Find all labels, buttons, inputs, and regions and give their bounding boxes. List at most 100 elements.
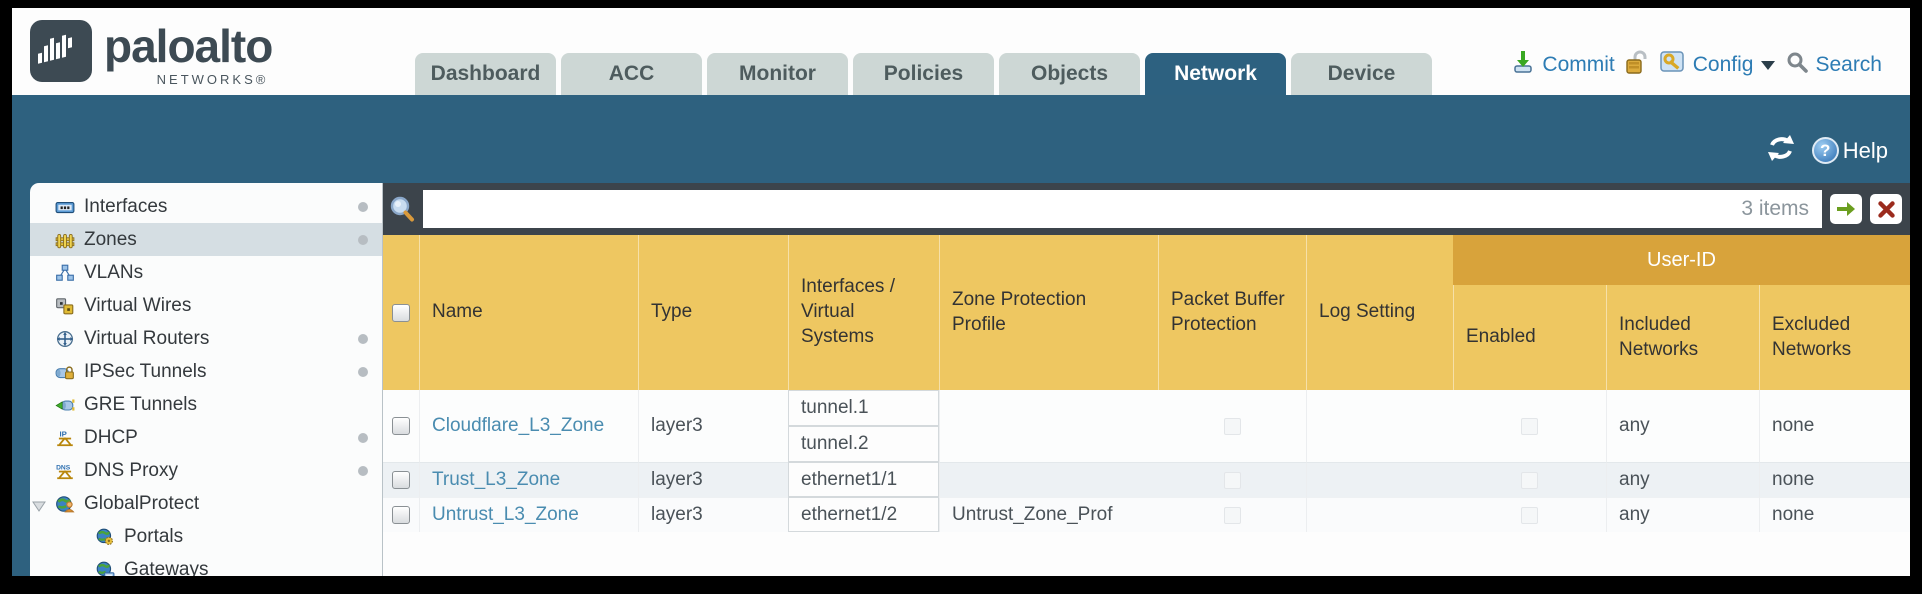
brand-name: paloalto <box>104 20 273 72</box>
sidebar-item-zones[interactable]: Zones <box>30 223 382 256</box>
tab-network[interactable]: Network <box>1145 53 1286 95</box>
table-header: Name Type Interfaces / Virtual Systems Z… <box>383 235 1910 390</box>
included-networks-cell: any <box>1606 497 1759 532</box>
packet-buffer-checkbox[interactable] <box>1158 390 1306 462</box>
item-status-dot <box>358 433 368 443</box>
column-group-user-id: User-ID <box>1453 235 1910 285</box>
clear-filter-button[interactable] <box>1870 194 1902 224</box>
top-header: paloalto NETWORKS® Dashboard ACC Monitor… <box>12 8 1910 95</box>
sidebar-item-gre-tunnels[interactable]: GRE Tunnels <box>30 388 382 421</box>
row-checkbox[interactable] <box>383 390 419 462</box>
sidebar-item-interfaces[interactable]: Interfaces <box>30 190 382 223</box>
ipsec-tunnels-icon <box>54 362 76 382</box>
globalprotect-icon <box>54 494 76 514</box>
packet-buffer-checkbox[interactable] <box>1158 497 1306 532</box>
dns-proxy-icon: DNS <box>54 461 76 481</box>
interface-cell: ethernet1/1 <box>788 462 939 497</box>
zone-protection-cell: Untrust_Zone_Prof <box>939 497 1158 532</box>
interface-cell: ethernet1/2 <box>788 497 939 532</box>
table-empty-space <box>383 532 1910 576</box>
sidebar-item-ipsec-tunnels[interactable]: IPSec Tunnels <box>30 355 382 388</box>
user-id-enabled-checkbox[interactable] <box>1453 462 1606 497</box>
content-pane: 3 items <box>383 183 1910 576</box>
refresh-icon[interactable] <box>1766 134 1796 167</box>
zone-name-link[interactable]: Untrust_L3_Zone <box>419 497 638 532</box>
column-header-packet-buffer-protection[interactable]: Packet Buffer Protection <box>1158 235 1306 390</box>
tab-objects[interactable]: Objects <box>999 53 1140 95</box>
row-checkbox[interactable] <box>383 497 419 532</box>
help-button[interactable]: ? Help <box>1811 137 1888 164</box>
tab-monitor[interactable]: Monitor <box>707 53 848 95</box>
column-header-log-setting[interactable]: Log Setting <box>1306 235 1453 390</box>
tab-policies[interactable]: Policies <box>853 53 994 95</box>
user-id-enabled-checkbox[interactable] <box>1453 390 1606 462</box>
included-networks-cell: any <box>1606 462 1759 497</box>
tab-dashboard[interactable]: Dashboard <box>415 53 556 95</box>
column-header-interfaces[interactable]: Interfaces / Virtual Systems <box>788 235 939 390</box>
filter-search-icon <box>389 195 415 223</box>
row-checkbox[interactable] <box>383 462 419 497</box>
sidebar-item-virtual-routers[interactable]: Virtual Routers <box>30 322 382 355</box>
log-setting-cell <box>1306 497 1453 532</box>
svg-text:DNS: DNS <box>56 464 71 471</box>
column-header-name[interactable]: Name <box>419 235 638 390</box>
interface-cell: tunnel.1 <box>788 390 939 426</box>
config-caret-icon <box>1761 60 1776 70</box>
lock-button[interactable] <box>1625 49 1649 81</box>
sidebar-item-virtual-wires[interactable]: Virtual Wires <box>30 289 382 322</box>
portals-icon <box>94 527 116 547</box>
apply-filter-button[interactable] <box>1830 194 1862 224</box>
packet-buffer-checkbox[interactable] <box>1158 462 1306 497</box>
excluded-networks-cell: none <box>1759 462 1910 497</box>
header-utilities: Commit <box>1510 49 1882 81</box>
item-status-dot <box>358 334 368 344</box>
column-header-excluded-networks[interactable]: Excluded Networks <box>1759 285 1910 390</box>
tab-acc[interactable]: ACC <box>561 53 702 95</box>
zone-protection-cell <box>939 390 1158 462</box>
sidebar-item-vlans[interactable]: VLANs <box>30 256 382 289</box>
search-icon <box>1785 50 1809 80</box>
interfaces-icon <box>54 197 76 217</box>
item-status-dot <box>358 202 368 212</box>
column-header-enabled[interactable]: Enabled <box>1453 285 1606 390</box>
user-id-enabled-checkbox[interactable] <box>1453 497 1606 532</box>
column-header-included-networks[interactable]: Included Networks <box>1606 285 1759 390</box>
expand-collapse-icon[interactable] <box>32 497 46 519</box>
zone-name-link[interactable]: Cloudflare_L3_Zone <box>419 390 638 462</box>
zones-icon <box>54 230 76 250</box>
search-button[interactable]: Search <box>1785 50 1882 80</box>
column-header-type[interactable]: Type <box>638 235 788 390</box>
gateways-icon <box>94 560 116 576</box>
sidebar-item-portals[interactable]: Portals <box>30 520 382 553</box>
filter-input[interactable]: 3 items <box>423 190 1822 228</box>
log-setting-cell <box>1306 390 1453 462</box>
vlans-icon <box>54 263 76 283</box>
item-status-dot <box>358 466 368 476</box>
item-status-dot <box>358 235 368 245</box>
zones-table: Name Type Interfaces / Virtual Systems Z… <box>383 235 1910 576</box>
excluded-networks-cell: none <box>1759 497 1910 532</box>
column-header-zone-protection-profile[interactable]: Zone Protection Profile <box>939 235 1158 390</box>
select-all-checkbox[interactable] <box>383 235 419 390</box>
brand-subtitle: NETWORKS® <box>156 72 269 87</box>
main-nav-tabs: Dashboard ACC Monitor Policies Objects N… <box>415 53 1432 95</box>
zone-protection-cell <box>939 462 1158 497</box>
config-menu[interactable]: Config <box>1659 49 1776 81</box>
zone-name-link[interactable]: Trust_L3_Zone <box>419 462 638 497</box>
svg-text:IP: IP <box>59 429 66 438</box>
dhcp-icon: IP <box>54 428 76 448</box>
commit-button[interactable]: Commit <box>1510 49 1615 81</box>
sidebar-item-globalprotect[interactable]: GlobalProtect <box>30 487 382 520</box>
table-body: Cloudflare_L3_Zone layer3 tunnel.1 any n… <box>383 390 1910 532</box>
paloalto-logo-icon <box>30 20 92 82</box>
item-status-dot <box>358 367 368 377</box>
tab-device[interactable]: Device <box>1291 53 1432 95</box>
config-icon <box>1659 49 1687 81</box>
sidebar-item-dns-proxy[interactable]: DNS DNS Proxy <box>30 454 382 487</box>
sidebar-item-gateways[interactable]: Gateways <box>30 553 382 576</box>
virtual-routers-icon <box>54 329 76 349</box>
sidebar-item-dhcp[interactable]: IP DHCP <box>30 421 382 454</box>
item-count: 3 items <box>1741 197 1809 220</box>
zone-type-cell: layer3 <box>638 497 788 532</box>
